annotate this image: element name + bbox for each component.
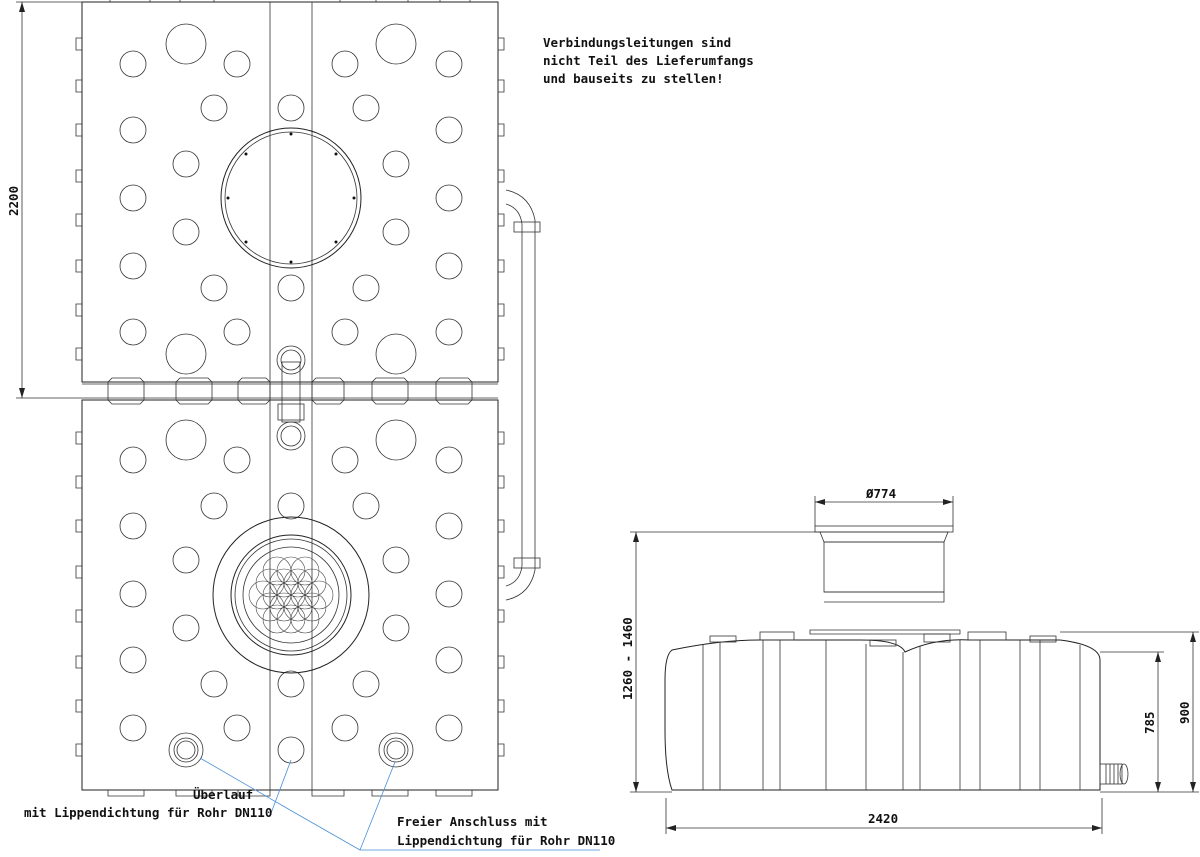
delivery-note-line3: und bauseits zu stellen! xyxy=(543,71,724,86)
inlet-height-value: 785 xyxy=(1142,711,1157,734)
dimension-2200: 2200 xyxy=(6,1,82,399)
side-tank-body xyxy=(664,631,1129,791)
side-view: Ø774 1260 - 1460 900 785 2420 xyxy=(620,486,1199,834)
dimension-body-height: 900 xyxy=(1060,631,1199,793)
lower-tank-domes xyxy=(119,419,463,742)
lid xyxy=(809,525,961,635)
inlet-nozzle xyxy=(1099,763,1129,785)
body-height-value: 900 xyxy=(1177,701,1192,724)
free-connection-label-line2: Lippendichtung für Rohr DN110 xyxy=(397,833,615,848)
side-connector-pipe xyxy=(505,189,541,601)
free-connection xyxy=(378,732,414,768)
leader-lines xyxy=(199,757,600,851)
total-height-value: 1260 - 1460 xyxy=(620,617,635,700)
top-view: 2200 xyxy=(6,0,600,851)
dimension-total-height: 1260 - 1460 xyxy=(620,531,820,793)
upper-tank-outline xyxy=(81,1,499,383)
overflow-label-line2: mit Lippendichtung für Rohr DN110 xyxy=(24,805,272,820)
flower-of-life-pattern xyxy=(248,556,334,634)
delivery-note-line2: nicht Teil des Lieferumfangs xyxy=(543,53,754,68)
free-connection-label-line1: Freier Anschluss mit xyxy=(397,814,548,829)
filter-access-opening xyxy=(212,516,370,674)
overflow-connection xyxy=(168,732,204,768)
dimension-lid-diameter: Ø774 xyxy=(814,486,954,526)
dimension-top-width: 2200 xyxy=(6,186,21,216)
upper-access-opening xyxy=(220,127,362,269)
overflow-label-line1: Überlauf xyxy=(193,787,253,802)
lid-diameter-value: Ø774 xyxy=(865,486,896,501)
dimension-inlet-height: 785 xyxy=(1100,651,1164,792)
upper-tank-domes xyxy=(119,23,463,375)
lower-tank-outline xyxy=(81,399,499,791)
side-nubs xyxy=(75,0,505,797)
delivery-note-line1: Verbindungsleitungen sind xyxy=(543,35,731,50)
center-connector-pipe xyxy=(276,345,306,451)
dimension-length: 2420 xyxy=(665,798,1103,834)
length-value: 2420 xyxy=(868,811,898,826)
center-connection xyxy=(277,736,305,764)
joint-tabs xyxy=(82,377,498,405)
